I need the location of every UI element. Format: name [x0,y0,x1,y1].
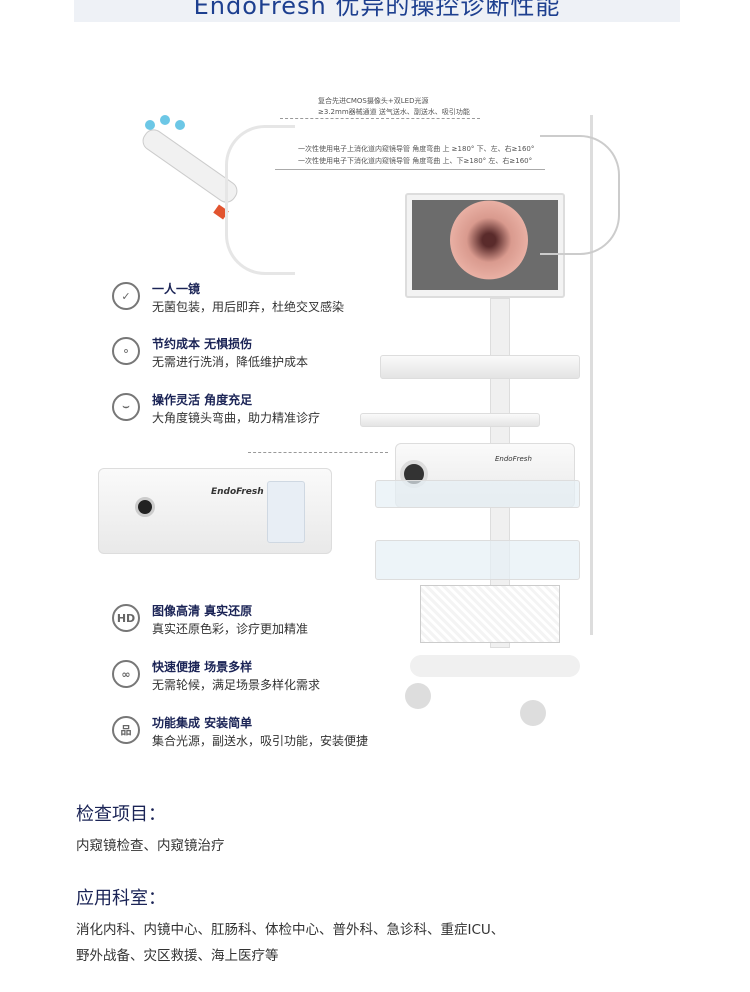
endoscopy-cart-image: EndoFresh [360,115,620,755]
feature-desc: 集合光源，副送水，吸引功能，安装便捷 [152,734,369,748]
feature-desc: 真实还原色彩，诊疗更加精准 [152,622,309,636]
angle-icon: ⌣ [112,393,140,421]
feature-item: ⌣ 操作灵活 角度充足 大角度镜头弯曲，助力精准诊疗 [112,391,392,431]
feature-title: 功能集成 安装简单 [152,716,253,730]
feature-desc: 无需进行洗消，降低维护成本 [152,355,309,369]
feature-item: HD 图像高清 真实还原 真实还原色彩，诊疗更加精准 [112,602,392,642]
network-icon: 品 [112,716,140,744]
feature-item: ∞ 快速便捷 场景多样 无需轮候，满足场景多样化需求 [112,658,392,698]
upper-gi-annotation: 一次性使用电子上消化道内窥镜导管 角度弯曲 上 ≥180° 下、左、右≥160° [298,145,535,153]
scope-annotation-1: 复合先进CMOS摄像头+双LED光源 [318,97,429,105]
banner-title: EndoFresh 优异的操控诊断性能 [193,0,561,20]
feature-title: 图像高清 真实还原 [152,604,253,618]
feature-item: 品 功能集成 安装简单 集合光源，副送水，吸引功能，安装便捷 [112,714,392,754]
feature-desc: 无菌包装，用后即弃，杜绝交叉感染 [152,300,345,314]
cart-brand-label: EndoFresh [495,455,532,463]
processor-brand-label: EndoFresh [211,487,264,497]
quad-circle-icon: ∞ [112,660,140,688]
exam-heading: 检查项目： [76,804,166,825]
feature-desc: 大角度镜头弯曲，助力精准诊疗 [152,411,321,425]
lower-gi-annotation: 一次性使用电子下消化道内窥镜导管 角度弯曲 上、下≥180° 左、右≥160° [298,157,533,165]
feature-item: ✓ 一人一镜 无菌包装，用后即弃，杜绝交叉感染 [112,280,392,320]
shield-check-icon: ✓ [112,282,140,310]
endoscope-handle-image [115,115,305,275]
dept-heading: 应用科室： [76,888,166,909]
circles-icon: ⚬ [112,337,140,365]
feature-desc: 无需轮候，满足场景多样化需求 [152,678,321,692]
exam-text: 内窥镜检查、内窥镜治疗 [76,838,225,854]
dept-line-1: 消化内科、内镜中心、肛肠科、体检中心、普外科、急诊科、重症ICU、 [76,922,505,938]
processor-unit-image: EndoFresh [98,468,332,554]
feature-title: 节约成本 无惧损伤 [152,337,253,351]
title-banner: EndoFresh 优异的操控诊断性能 [74,0,680,22]
feature-item: ⚬ 节约成本 无惧损伤 无需进行洗消，降低维护成本 [112,335,392,375]
hd-icon: HD [112,604,140,632]
dept-line-2: 野外战备、灾区救援、海上医疗等 [76,948,279,964]
feature-title: 快速便捷 场景多样 [152,660,253,674]
feature-title: 操作灵活 角度充足 [152,393,253,407]
feature-title: 一人一镜 [152,282,201,296]
scope-annotation-2: ≥3.2mm器械通道 送气送水、副送水、吸引功能 [318,108,470,116]
